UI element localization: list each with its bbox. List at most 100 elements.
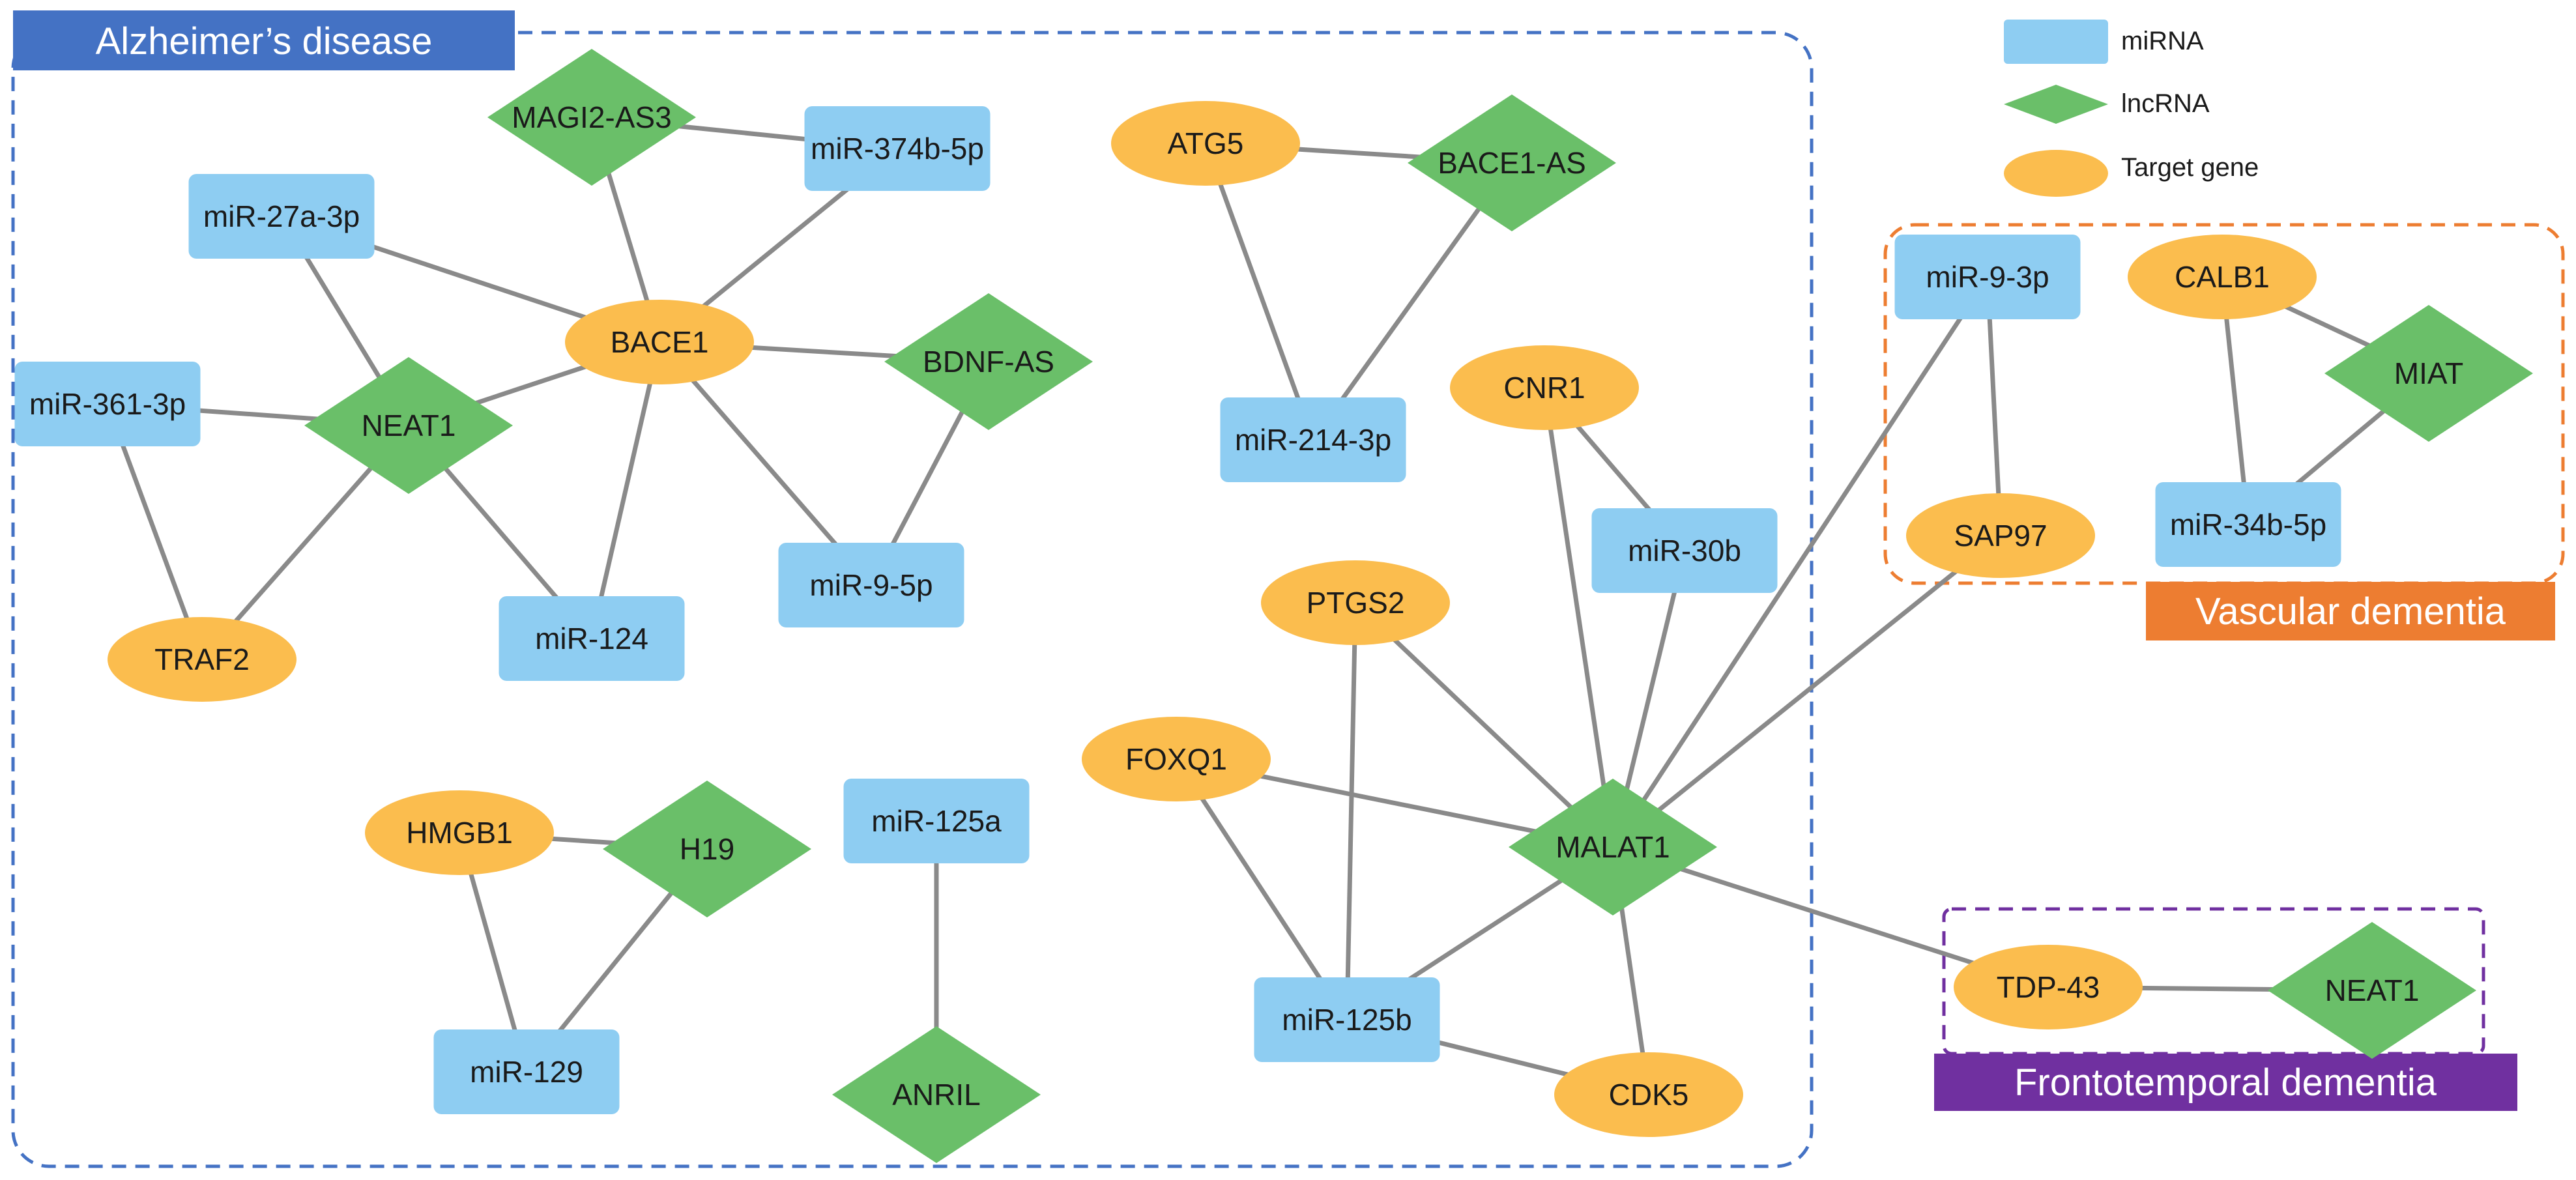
edge-atg5-mir-214-3p <box>1203 142 1316 441</box>
magi2-as3-lncrna-node-shape <box>487 49 696 186</box>
neat1-lncrna-node[interactable]: NEAT1 <box>304 357 513 494</box>
malat1-lncrna-node-label: MALAT1 <box>1556 830 1670 864</box>
edge-mir-9-3p-sap97 <box>1985 276 2003 536</box>
h19-lncrna-node-label: H19 <box>680 832 734 866</box>
bdnf-as-lncrna-node[interactable]: BDNF-AS <box>884 293 1093 430</box>
mir-124-mirna-node[interactable]: miR-124 <box>499 596 685 681</box>
cnr1-target-gene-node-label: CNR1 <box>1503 371 1585 405</box>
mir-34b-5p-mirna-node[interactable]: miR-34b-5p <box>2155 482 2341 567</box>
neat1-lncrna-node-shape <box>2268 922 2476 1059</box>
bace1-as-lncrna-node[interactable]: BACE1-AS <box>1408 94 1616 231</box>
mir-27a-3p-mirna-node-shape <box>188 174 375 259</box>
magi2-as3-lncrna-node-label: MAGI2-AS3 <box>512 100 671 134</box>
bace1-target-gene-node-shape <box>565 300 754 384</box>
mir-9-5p-mirna-node[interactable]: miR-9-5p <box>778 543 964 627</box>
cdk5-target-gene-node-shape <box>1554 1052 1743 1137</box>
legend-mirna-swatch <box>2004 20 2108 64</box>
mir-374b-5p-mirna-node[interactable]: miR-374b-5p <box>804 106 991 191</box>
bace1-target-gene-node[interactable]: BACE1 <box>565 300 754 384</box>
mir-129-mirna-node[interactable]: miR-129 <box>433 1029 620 1114</box>
bace1-as-lncrna-node-label: BACE1-AS <box>1438 146 1586 180</box>
mir-129-mirna-node-label: miR-129 <box>470 1055 583 1089</box>
foxq1-target-gene-node-label: FOXQ1 <box>1125 742 1227 776</box>
mir-361-3p-mirna-node-shape <box>14 362 201 446</box>
cdk5-target-gene-node[interactable]: CDK5 <box>1554 1052 1743 1137</box>
atg5-target-gene-node-shape <box>1111 101 1300 186</box>
edge-mir-361-3p-traf2 <box>105 403 205 661</box>
miat-lncrna-node[interactable]: MIAT <box>2324 305 2533 442</box>
cnr1-target-gene-node[interactable]: CNR1 <box>1450 345 1639 430</box>
mir-214-3p-mirna-node-label: miR-214-3p <box>1235 423 1391 457</box>
alzheimers-title: Alzheimer’s disease <box>96 20 433 63</box>
mir-125b-mirna-node-shape <box>1254 977 1440 1062</box>
neat1-lncrna-node-label: NEAT1 <box>2325 973 2420 1007</box>
h19-lncrna-node[interactable]: H19 <box>603 781 811 917</box>
magi2-as3-lncrna-node[interactable]: MAGI2-AS3 <box>487 49 696 186</box>
sap97-target-gene-node[interactable]: SAP97 <box>1906 493 2095 578</box>
h19-lncrna-node-shape <box>603 781 811 917</box>
calb1-target-gene-node-shape <box>2128 235 2317 319</box>
edge-ptgs2-malat1 <box>1353 601 1615 849</box>
mir-9-5p-mirna-node-shape <box>778 543 964 627</box>
edge-cnr1-malat1 <box>1542 387 1615 848</box>
legend-target-gene-swatch <box>2004 150 2108 197</box>
foxq1-target-gene-node-shape <box>1082 717 1271 801</box>
vascular-dementia-title: Vascular dementia <box>2195 590 2506 633</box>
mir-9-3p-mirna-node[interactable]: miR-9-3p <box>1894 235 2081 319</box>
atg5-target-gene-node[interactable]: ATG5 <box>1111 101 1300 186</box>
traf2-target-gene-node-label: TRAF2 <box>154 642 250 676</box>
ptgs2-target-gene-node-label: PTGS2 <box>1307 586 1405 620</box>
alzheimers-boundary <box>11 31 1814 1168</box>
mir-27a-3p-mirna-node-label: miR-27a-3p <box>203 199 360 233</box>
mir-361-3p-mirna-node[interactable]: miR-361-3p <box>14 362 201 446</box>
mir-34b-5p-mirna-node-shape <box>2155 482 2341 567</box>
mir-27a-3p-mirna-node[interactable]: miR-27a-3p <box>188 174 375 259</box>
miat-lncrna-node-label: MIAT <box>2394 356 2463 390</box>
mir-125b-mirna-node-label: miR-125b <box>1282 1003 1411 1037</box>
mir-30b-mirna-node[interactable]: miR-30b <box>1591 508 1778 593</box>
edge-foxq1-mir-125b <box>1174 758 1349 1021</box>
mir-125a-mirna-node[interactable]: miR-125a <box>843 779 1030 863</box>
mir-214-3p-mirna-node[interactable]: miR-214-3p <box>1220 397 1406 482</box>
ptgs2-target-gene-node[interactable]: PTGS2 <box>1261 560 1450 645</box>
mir-361-3p-mirna-node-label: miR-361-3p <box>29 387 186 421</box>
mir-9-3p-mirna-node-label: miR-9-3p <box>1926 260 2049 294</box>
mir-125b-mirna-node[interactable]: miR-125b <box>1254 977 1440 1062</box>
anril-lncrna-node[interactable]: ANRIL <box>832 1026 1041 1163</box>
edge-bace1-mir-124 <box>589 341 662 639</box>
tdp-43-target-gene-node[interactable]: TDP-43 <box>1954 945 2143 1029</box>
hmgb1-target-gene-node[interactable]: HMGB1 <box>365 790 554 875</box>
alzheimers-banner <box>13 10 515 70</box>
neat1-lncrna-node-label: NEAT1 <box>362 409 456 442</box>
mir-125a-mirna-node-label: miR-125a <box>871 804 1002 838</box>
hmgb1-target-gene-node-shape <box>365 790 554 875</box>
ptgs2-target-gene-node-shape <box>1261 560 1450 645</box>
edge-malat1-sap97 <box>1611 534 2003 849</box>
edge-malat1-mir-9-3p <box>1611 276 1990 848</box>
vascular-dementia-banner <box>2146 582 2555 640</box>
sap97-target-gene-node-shape <box>1906 493 2095 578</box>
bdnf-as-lncrna-node-shape <box>884 293 1093 430</box>
cnr1-target-gene-node-shape <box>1450 345 1639 430</box>
bace1-as-lncrna-node-shape <box>1408 94 1616 231</box>
calb1-target-gene-node[interactable]: CALB1 <box>2128 235 2317 319</box>
mir-124-mirna-node-shape <box>499 596 685 681</box>
malat1-lncrna-node[interactable]: MALAT1 <box>1509 779 1717 915</box>
miat-lncrna-node-shape <box>2324 305 2533 442</box>
legend-mirna-label: miRNA <box>2121 27 2204 55</box>
legend-lncrna-label: lncRNA <box>2121 89 2210 118</box>
hmgb1-target-gene-node-label: HMGB1 <box>406 816 513 850</box>
mir-30b-mirna-node-label: miR-30b <box>1628 534 1741 568</box>
cdk5-target-gene-node-label: CDK5 <box>1609 1078 1689 1112</box>
malat1-lncrna-node-shape <box>1509 779 1717 915</box>
tdp-43-target-gene-node-shape <box>1954 945 2143 1029</box>
edge-ptgs2-mir-125b <box>1344 602 1358 1020</box>
neat1-lncrna-node[interactable]: NEAT1 <box>2268 922 2476 1059</box>
mir-214-3p-mirna-node-shape <box>1220 397 1406 482</box>
frontotemporal-title: Frontotemporal dementia <box>2014 1061 2437 1104</box>
traf2-target-gene-node[interactable]: TRAF2 <box>108 617 297 702</box>
foxq1-target-gene-node[interactable]: FOXQ1 <box>1082 717 1271 801</box>
